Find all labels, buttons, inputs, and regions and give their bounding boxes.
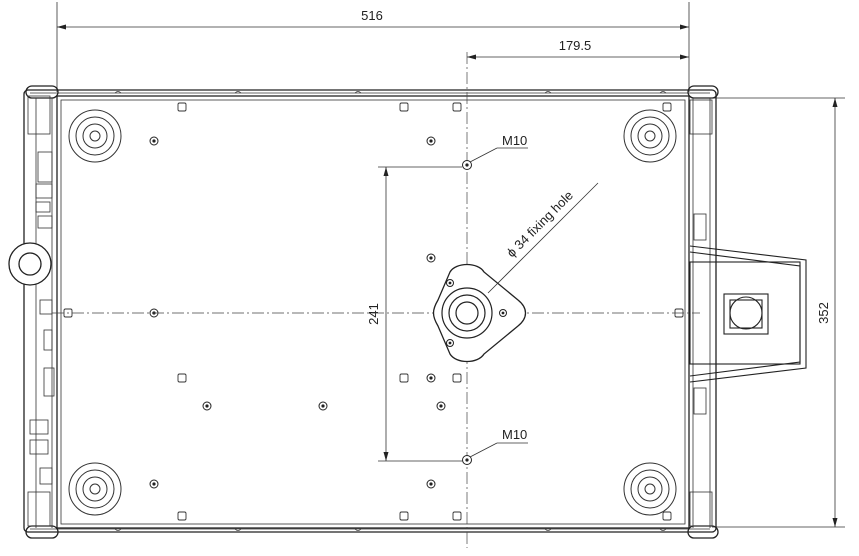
dimension-hole-spacing-label: 241 [366, 303, 381, 325]
dimension-overall-width-label: 516 [361, 8, 383, 23]
dimension-center-offset: 179.5 [467, 38, 689, 60]
dimension-hole-spacing: 241 [366, 166, 462, 462]
foot-pad-bottom-right [623, 462, 677, 516]
annotation-m10-bottom-label: M10 [502, 427, 527, 442]
mounting-flange [432, 263, 527, 363]
dimension-overall-depth: 352 [712, 97, 845, 528]
screw-holes [149, 136, 446, 489]
m10-hole-bottom [462, 455, 472, 465]
foot-pad-top-left [68, 109, 122, 163]
foot-pad-bottom-left [68, 462, 122, 516]
annotation-fixing-hole: ϕ 34 fixing hole [487, 182, 599, 294]
left-side-panel [27, 95, 55, 528]
m10-hole-top [462, 160, 472, 170]
annotation-m10-top: M10 [469, 133, 528, 163]
center-lines [52, 52, 700, 548]
side-bracket [689, 245, 807, 383]
foot-pad-top-right [623, 109, 677, 163]
base-plate [23, 89, 717, 533]
dimension-overall-depth-label: 352 [816, 302, 831, 324]
lifting-eye [8, 242, 52, 286]
dimension-center-offset-label: 179.5 [559, 38, 592, 53]
annotation-m10-bottom: M10 [469, 427, 528, 458]
annotation-fixing-hole-label: ϕ 34 fixing hole [504, 188, 576, 260]
annotation-m10-top-label: M10 [502, 133, 527, 148]
dimension-overall-width: 516 [56, 2, 690, 92]
